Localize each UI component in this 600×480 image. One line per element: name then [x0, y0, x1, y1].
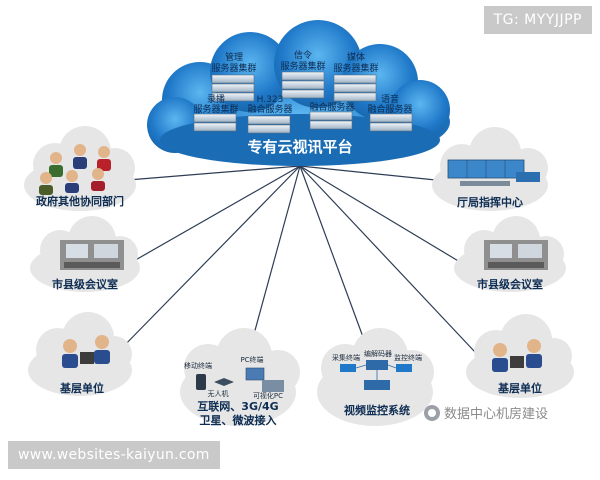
node-label-base-right: 基层单位: [497, 381, 542, 395]
connector-line-city-left: [131, 165, 301, 263]
node-label-base-left: 基层单位: [59, 381, 104, 395]
wechat-icon: [424, 404, 440, 421]
base-left-user-icons: [62, 335, 110, 368]
node-label-internet-l1: 互联网、3G/4G: [197, 399, 278, 413]
server-stacks: [193, 71, 413, 134]
base-right-user-icons: [492, 339, 542, 372]
server-stack-mgmt: [211, 74, 255, 102]
city-right-meeting-room-icon: [484, 240, 548, 270]
wechat-watermark-text: 数据中心机房建设: [444, 407, 549, 422]
wechat-watermark: 数据中心机房建设: [424, 403, 548, 422]
connector-line-internet: [247, 165, 301, 357]
connector-lines: [117, 165, 476, 357]
node-label-command: 厅局指挥中心: [457, 195, 523, 209]
tag-visual-pc: 可视化PC: [253, 391, 283, 400]
node-label-internet-l2: 卫星、微波接入: [200, 413, 277, 427]
surveillance-devices-icons: [340, 360, 412, 390]
internet-devices-icons: [196, 367, 284, 392]
command-center-screens-icon: [447, 159, 540, 186]
server-label-media-l2: 服务器集群: [333, 62, 378, 74]
server-label-h323-l2: 融合服务器: [247, 103, 292, 115]
tag-mobile-terminal: 移动终端: [184, 361, 212, 370]
gov-people-icons: [39, 144, 111, 195]
connector-line-gov: [127, 165, 301, 181]
server-label-h323-l1: H.323: [257, 95, 284, 105]
tag-codec: 编解码器: [364, 349, 392, 358]
watermark-top-right: TG: MYYJJPP: [483, 6, 592, 34]
server-labels: 管理 服务器集群 信令 服务器集群 媒体 服务器集群 录播 服务器集群 H.32…: [193, 49, 412, 115]
platform-title: 专有云视讯平台: [247, 138, 352, 156]
node-label-city-right: 市县级会议室: [477, 277, 543, 291]
device-tags: 移动终端 PC终端 无人机 可视化PC 采集终端 编解码器 监控终端: [184, 349, 422, 400]
server-stack-record: [193, 113, 237, 132]
node-cloud-internet: [180, 328, 300, 426]
server-stack-media: [333, 74, 377, 102]
watermark-bottom-left: www.websites-kaiyun.com: [8, 441, 220, 469]
server-stack-voice: [369, 113, 413, 132]
connector-line-base-left: [117, 165, 301, 353]
server-label-voice-l2: 融合服务器: [367, 103, 412, 115]
server-stack-signal: [281, 71, 325, 99]
node-label-city-left: 市县级会议室: [52, 277, 118, 291]
connector-line-city-right: [299, 165, 461, 263]
tag-capture-terminal: 采集终端: [332, 353, 360, 362]
server-label-voice-l1: 语音: [381, 93, 399, 105]
server-label-record-l1: 录播: [207, 93, 225, 105]
tag-monitor-terminal: 监控终端: [394, 353, 422, 362]
node-label-surveillance: 视频监控系统: [344, 403, 410, 417]
city-left-meeting-room-icon: [60, 240, 124, 270]
server-label-signal-l2: 服务器集群: [280, 60, 325, 72]
server-label-record-l2: 服务器集群: [193, 103, 238, 115]
server-label-signal-l1: 信令: [294, 49, 312, 61]
server-label-media-l1: 媒体: [347, 51, 365, 63]
tag-pc-terminal: PC终端: [240, 355, 263, 364]
connector-line-command: [299, 165, 456, 183]
server-label-mgmt-l2: 服务器集群: [211, 62, 256, 74]
server-stack-h323: [247, 115, 291, 134]
node-label-gov: 政府其他协同部门: [36, 194, 124, 208]
connector-line-base-right: [299, 165, 476, 353]
node-labels: 政府其他协同部门 厅局指挥中心 市县级会议室 市县级会议室 基层单位 基层单位 …: [36, 194, 543, 427]
connector-line-surveillance: [299, 165, 371, 357]
server-label-fusion-l2: 融合服务器: [309, 101, 354, 113]
tag-drone: 无人机: [208, 389, 229, 398]
server-label-mgmt-l1: 管理: [225, 51, 243, 63]
server-stack-fusion: [309, 111, 353, 130]
